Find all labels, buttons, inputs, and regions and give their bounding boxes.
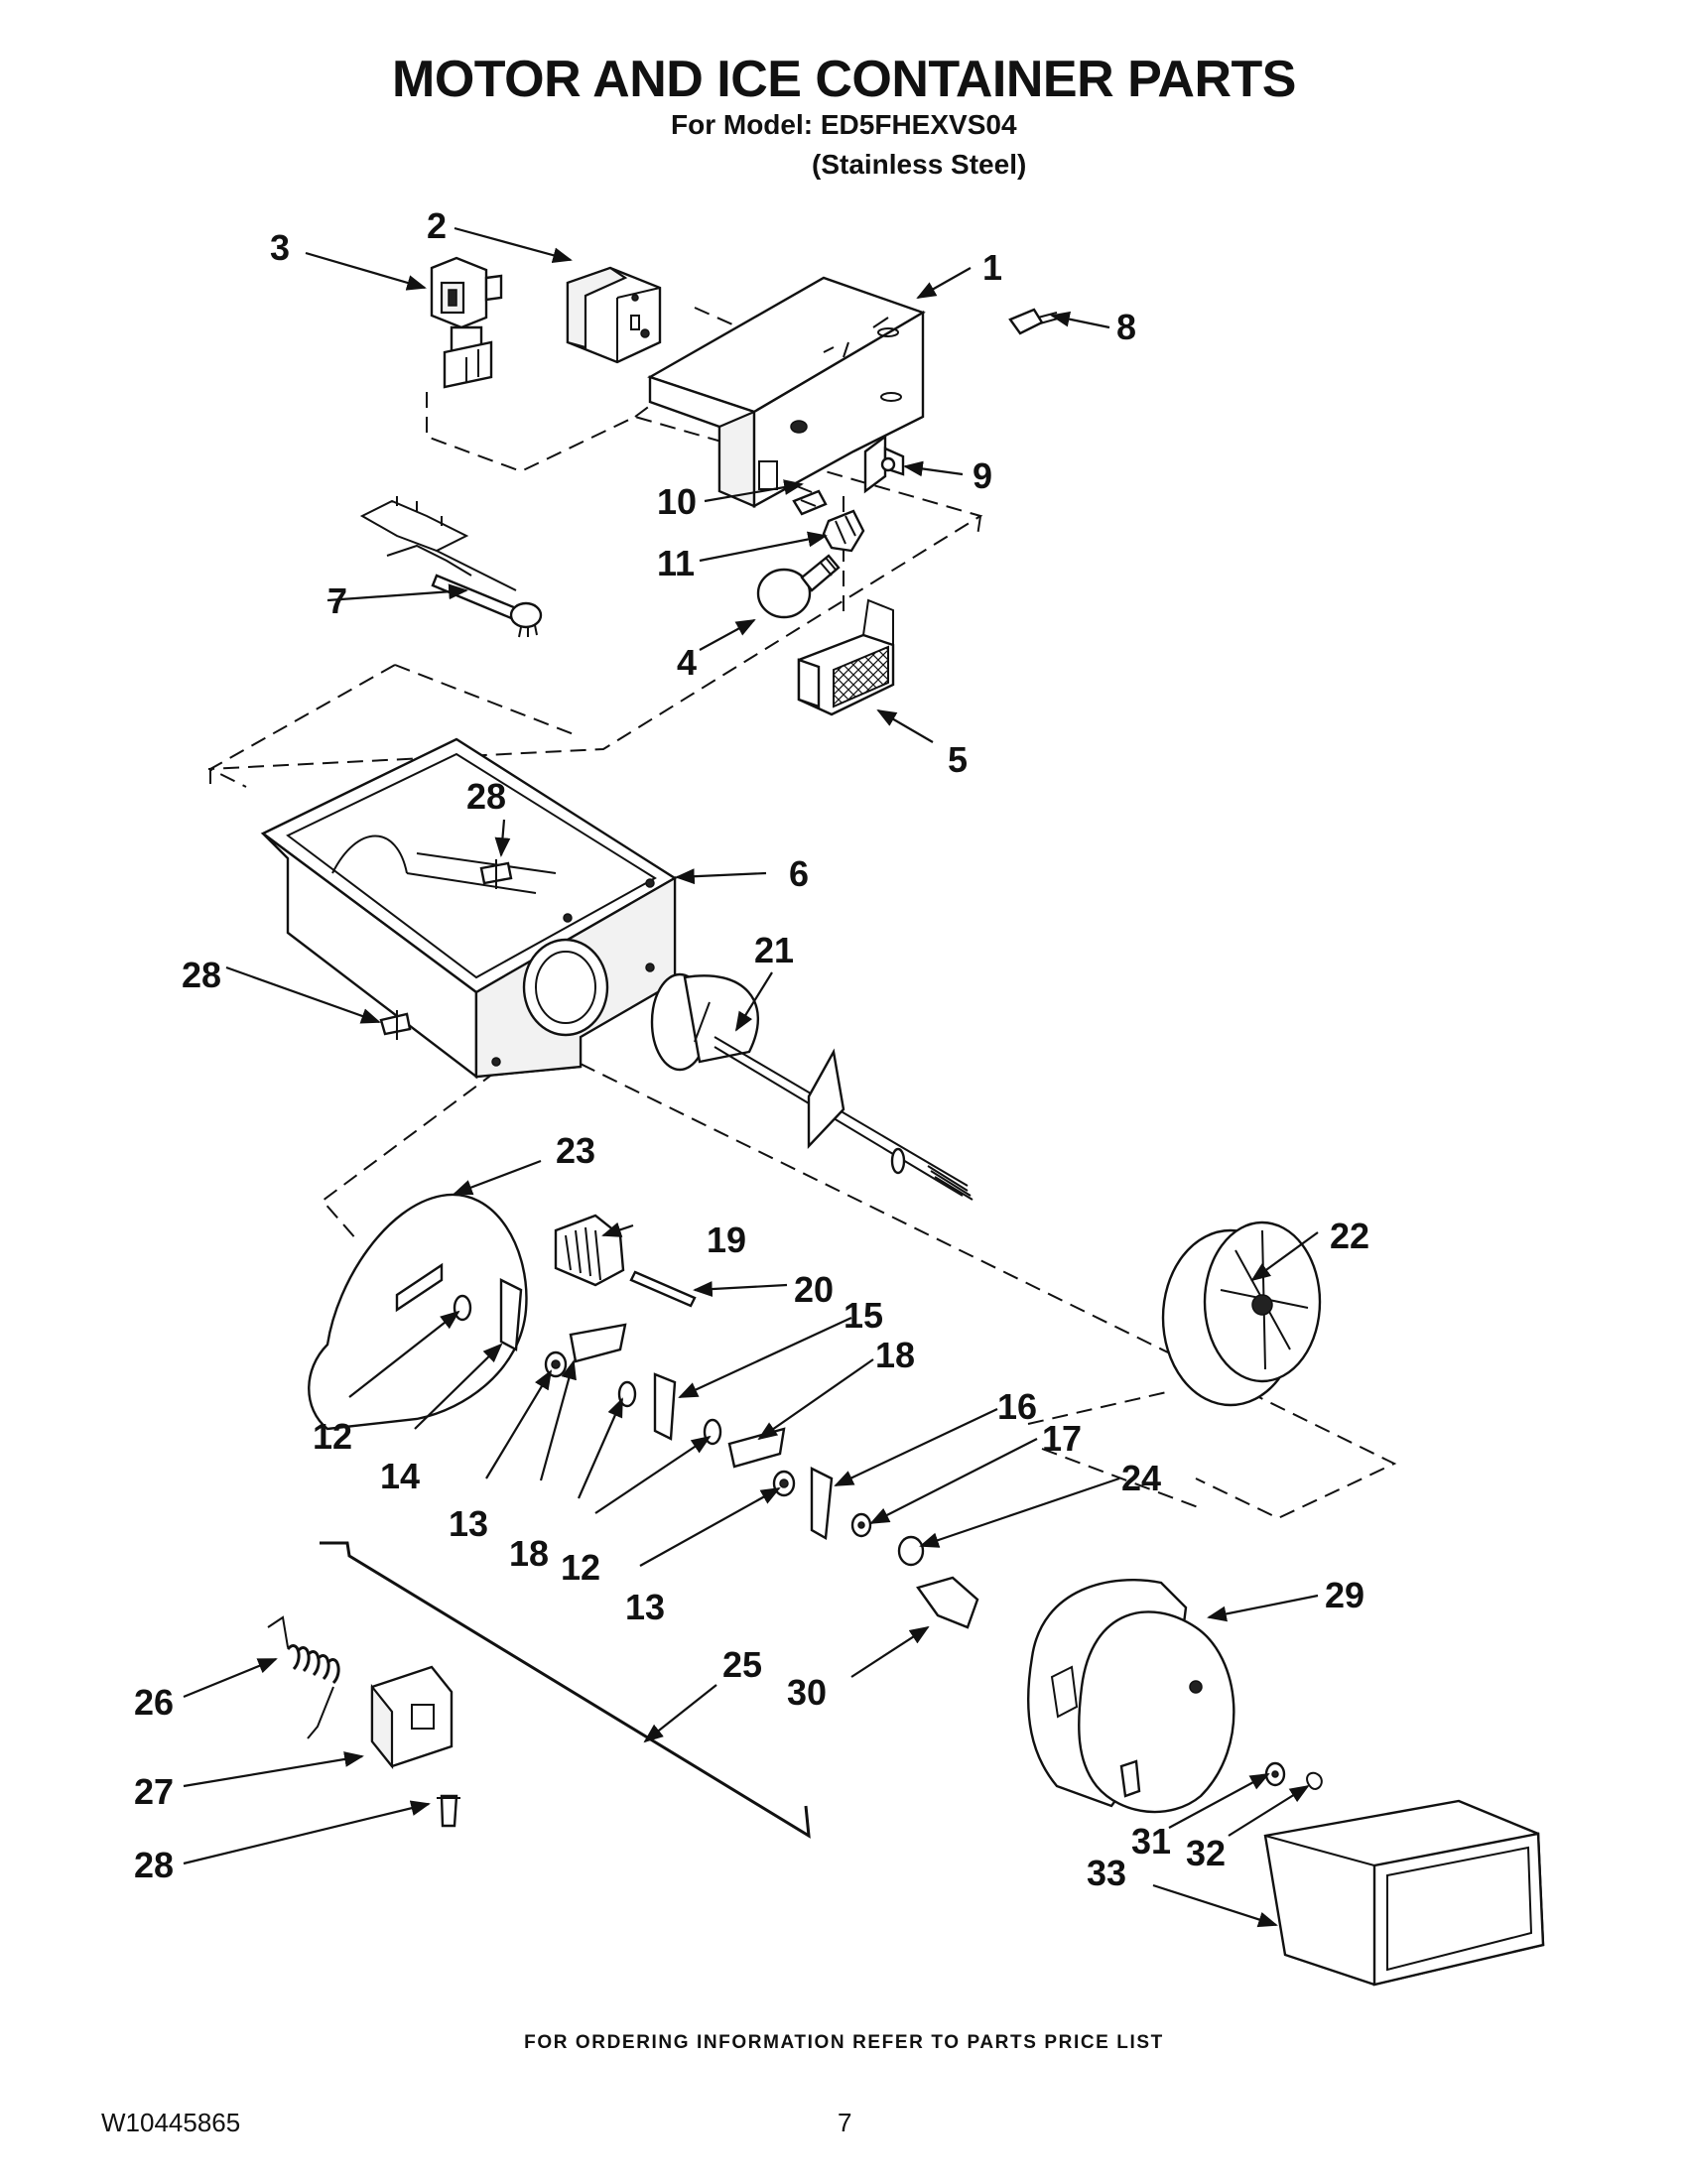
callout-20: 20 xyxy=(794,1269,834,1310)
part-auger-shaft xyxy=(650,972,974,1201)
part-bracket-27 xyxy=(370,1665,454,1770)
callout-7: 7 xyxy=(327,580,347,621)
part-screw-10 xyxy=(792,485,828,516)
page-title: MOTOR AND ICE CONTAINER PARTS xyxy=(392,51,1296,108)
page-number: 7 xyxy=(838,2108,852,2137)
callout-6: 6 xyxy=(789,853,809,894)
part-bearing-19 xyxy=(554,1214,625,1287)
callout-12b: 12 xyxy=(561,1547,600,1588)
part-washers-31-32 xyxy=(1264,1761,1323,1790)
callout-13a: 13 xyxy=(449,1503,488,1544)
part-clip-30 xyxy=(916,1576,979,1629)
part-pin-20 xyxy=(629,1270,697,1308)
callout-28b: 28 xyxy=(182,955,221,995)
callout-16: 16 xyxy=(997,1386,1037,1427)
callout-15: 15 xyxy=(844,1295,883,1336)
callout-19: 19 xyxy=(707,1220,746,1260)
callout-28c: 28 xyxy=(134,1845,174,1885)
callout-22: 22 xyxy=(1330,1216,1369,1256)
part-bracket-9 xyxy=(863,434,905,494)
callout-18b: 18 xyxy=(509,1533,549,1574)
document-number: W10445865 xyxy=(101,2108,241,2137)
part-end-cap xyxy=(1161,1220,1322,1407)
part-support-plate xyxy=(308,1193,528,1431)
callout-32: 32 xyxy=(1186,1833,1226,1873)
callout-21: 21 xyxy=(754,930,794,970)
callout-23: 23 xyxy=(556,1130,595,1171)
callout-11: 11 xyxy=(657,543,695,583)
part-ice-bin xyxy=(260,737,678,1080)
callout-14: 14 xyxy=(380,1456,420,1496)
callout-12a: 12 xyxy=(313,1416,352,1457)
callout-8: 8 xyxy=(1116,307,1136,347)
callout-33: 33 xyxy=(1087,1853,1126,1893)
model-line: For Model: ED5FHEXVS04 xyxy=(671,109,1017,140)
callout-28a: 28 xyxy=(466,776,506,817)
part-light-shield xyxy=(797,598,895,716)
finish-line: (Stainless Steel) xyxy=(812,149,1027,180)
callout-24: 24 xyxy=(1121,1458,1161,1498)
callout-13b: 13 xyxy=(625,1587,665,1627)
leader-lines xyxy=(183,226,1319,1928)
callout-4: 4 xyxy=(677,642,697,683)
callout-2: 2 xyxy=(427,205,447,246)
callout-17: 17 xyxy=(1042,1418,1082,1459)
part-screws-28 xyxy=(379,859,513,1828)
callout-30: 30 xyxy=(787,1672,827,1713)
callout-1: 1 xyxy=(982,247,1002,288)
part-solenoid xyxy=(430,256,503,389)
ordering-note: FOR ORDERING INFORMATION REFER TO PARTS … xyxy=(524,2032,1164,2053)
callout-numbers: 1 2 3 8 9 10 11 7 4 5 28 6 28 21 23 19 2… xyxy=(134,205,1369,1893)
part-light-bulb xyxy=(756,554,841,619)
callout-9: 9 xyxy=(973,455,992,496)
callout-25: 25 xyxy=(722,1644,762,1685)
part-spring xyxy=(267,1615,340,1739)
part-lamp-socket xyxy=(822,509,865,553)
part-switch xyxy=(566,266,662,364)
callout-31: 31 xyxy=(1131,1821,1171,1862)
assembly-lines xyxy=(207,307,1397,1520)
part-motor-cover xyxy=(1263,1799,1545,1987)
callout-18a: 18 xyxy=(875,1335,915,1375)
callout-3: 3 xyxy=(270,227,290,268)
part-harness xyxy=(359,496,543,638)
callout-10: 10 xyxy=(657,481,697,522)
callout-27: 27 xyxy=(134,1771,174,1812)
part-actuator-rod xyxy=(320,1541,811,1839)
part-screw-8 xyxy=(1008,308,1059,335)
callout-5: 5 xyxy=(948,739,968,780)
part-motor-housing xyxy=(647,276,926,509)
part-motor xyxy=(1026,1579,1235,1814)
callout-26: 26 xyxy=(134,1682,174,1723)
callout-29: 29 xyxy=(1325,1575,1364,1615)
